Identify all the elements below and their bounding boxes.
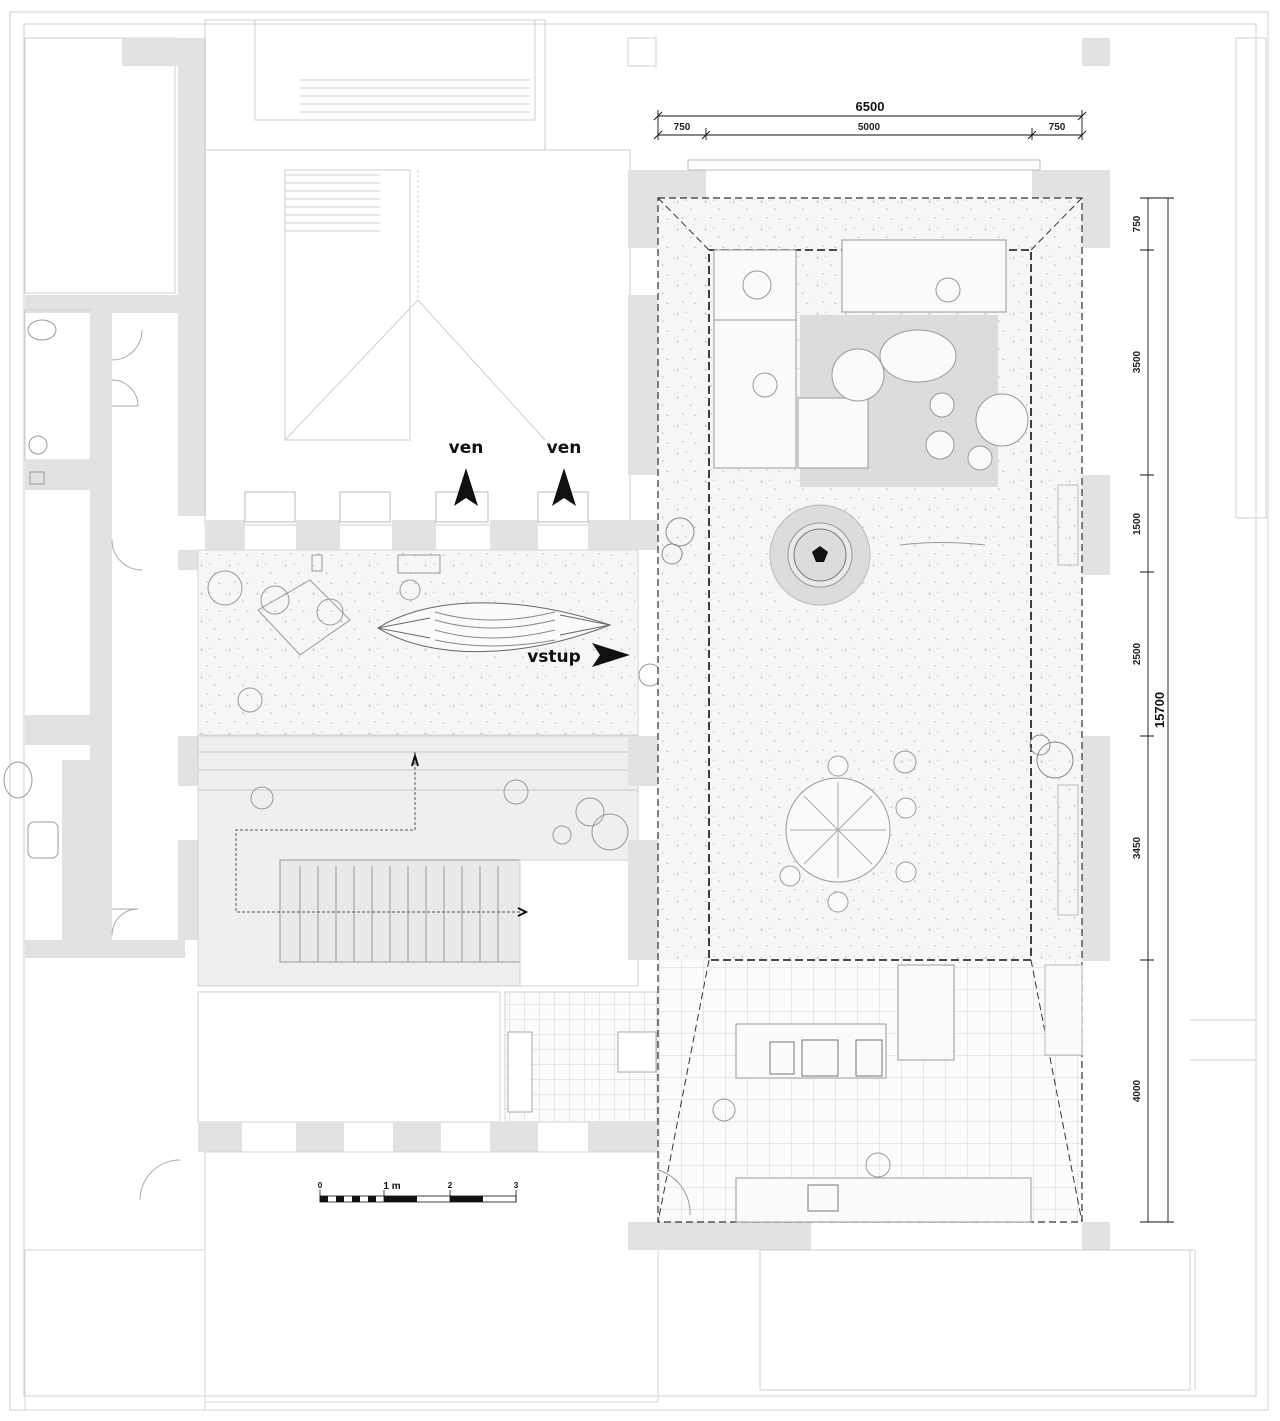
dim-inner-width: 5000 [858, 122, 881, 133]
entrance-label: vstup [527, 647, 581, 667]
stair-hall [197, 735, 639, 987]
dim-right-margin: 750 [1049, 122, 1066, 133]
exit-label-left: ven [449, 438, 484, 458]
scale-three: 3 [514, 1181, 519, 1190]
left-building [3, 37, 206, 958]
main-pavilion [627, 37, 1110, 1250]
exit-arrow-right-icon [552, 468, 576, 506]
lower-rooms [24, 991, 659, 1411]
dim-total-length: 15700 [1152, 692, 1167, 728]
scale-zero: 0 [318, 1181, 323, 1190]
dim-seg-3: 1500 [1132, 512, 1143, 535]
dim-seg-5: 3450 [1132, 836, 1143, 859]
dim-total-width: 6500 [856, 99, 885, 114]
dim-seg-4: 2500 [1132, 642, 1143, 665]
scale-two: 2 [448, 1181, 453, 1190]
window-row [205, 491, 630, 550]
scale-bar [319, 1190, 517, 1203]
exit-arrow-left-icon [454, 468, 478, 506]
exit-label-right: ven [547, 438, 582, 458]
dim-seg-6: 4000 [1132, 1079, 1143, 1102]
top-dimensions [653, 110, 1087, 140]
right-exterior [759, 37, 1267, 1391]
scale-one: 1 m [383, 1181, 400, 1192]
entrance-arrow-icon [592, 643, 630, 667]
dim-seg-1: 750 [1132, 215, 1143, 232]
entrance-hall [197, 549, 702, 736]
dim-left-margin: 750 [674, 122, 691, 133]
right-dimensions [1140, 197, 1174, 1223]
outer-frame [9, 11, 1269, 1411]
dim-seg-2: 3500 [1132, 350, 1143, 373]
